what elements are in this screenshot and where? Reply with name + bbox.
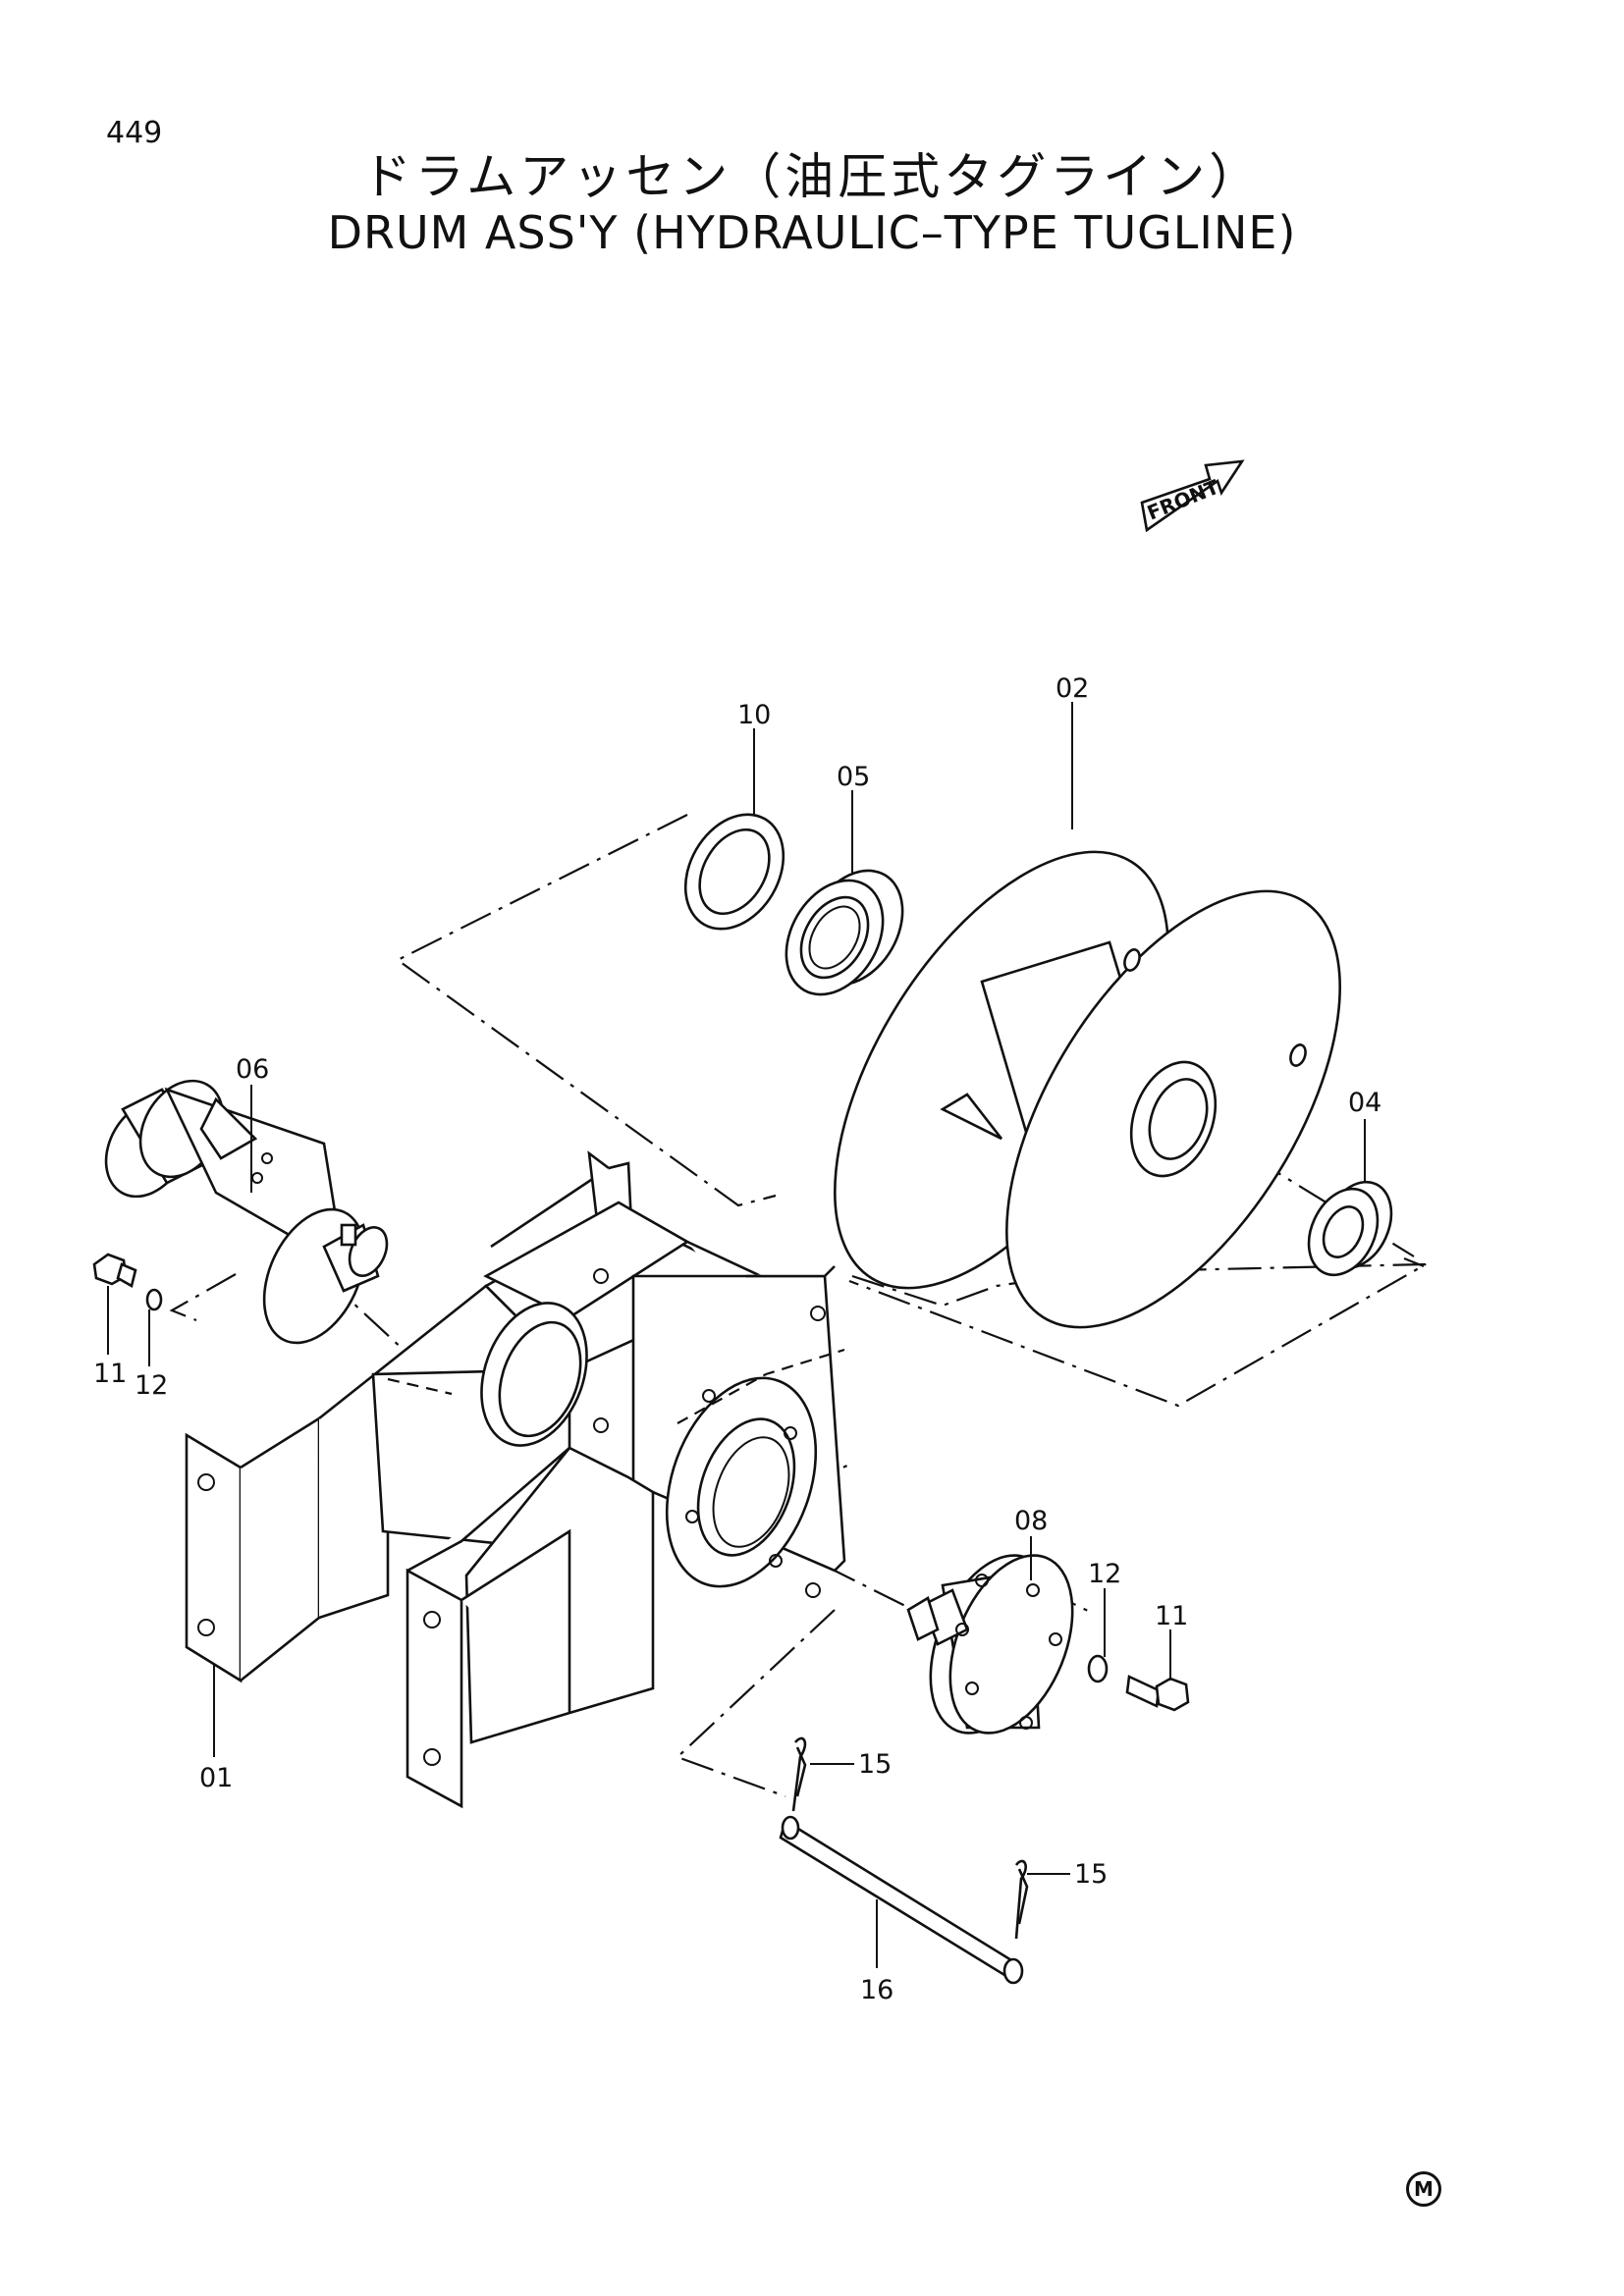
part-12-washer-left bbox=[145, 1288, 163, 1311]
part-02-drum bbox=[834, 850, 1341, 1329]
label-part-12-right: 12 bbox=[1088, 1559, 1121, 1589]
part-04-bearing bbox=[1307, 1180, 1393, 1277]
part-08-hub bbox=[906, 1554, 1074, 1735]
part-06-shaft bbox=[104, 1079, 389, 1345]
front-arrow-icon: FRONT bbox=[1140, 459, 1245, 533]
label-part-01: 01 bbox=[199, 1763, 233, 1793]
part-15-cotter-pin-b bbox=[1014, 1859, 1029, 1940]
part-11-bolt-right bbox=[1125, 1675, 1190, 1712]
label-part-06: 06 bbox=[236, 1054, 269, 1085]
part-11-bolt-left bbox=[92, 1253, 137, 1288]
circled-m-mark: M bbox=[1406, 2171, 1441, 2207]
label-part-12-left: 12 bbox=[135, 1370, 168, 1401]
label-part-10: 10 bbox=[737, 700, 771, 730]
title-english: DRUM ASS'Y (HYDRAULIC–TYPE TUGLINE) bbox=[327, 206, 1297, 259]
part-05-bearing bbox=[785, 869, 904, 996]
label-part-04: 04 bbox=[1348, 1088, 1381, 1118]
leader-lines bbox=[107, 702, 1366, 1968]
label-part-15-a: 15 bbox=[858, 1749, 892, 1780]
label-part-16: 16 bbox=[860, 1975, 893, 2005]
part-10-seal bbox=[683, 813, 785, 931]
part-15-cotter-pin-a bbox=[791, 1736, 807, 1812]
title-japanese: ドラムアッセン（油圧式タグライン） bbox=[361, 148, 1263, 205]
label-part-15-b: 15 bbox=[1074, 1859, 1108, 1890]
part-01-bracket bbox=[185, 1150, 846, 1809]
label-part-11-right: 11 bbox=[1155, 1601, 1188, 1631]
label-part-11-left: 11 bbox=[93, 1359, 127, 1389]
part-16-pin bbox=[779, 1815, 1024, 1985]
page-number: 449 bbox=[106, 116, 163, 150]
front-label: FRONT bbox=[1144, 475, 1222, 525]
label-part-02: 02 bbox=[1056, 673, 1089, 704]
part-12-washer-right bbox=[1087, 1654, 1109, 1683]
label-part-08: 08 bbox=[1014, 1506, 1048, 1536]
label-part-05: 05 bbox=[837, 762, 870, 792]
